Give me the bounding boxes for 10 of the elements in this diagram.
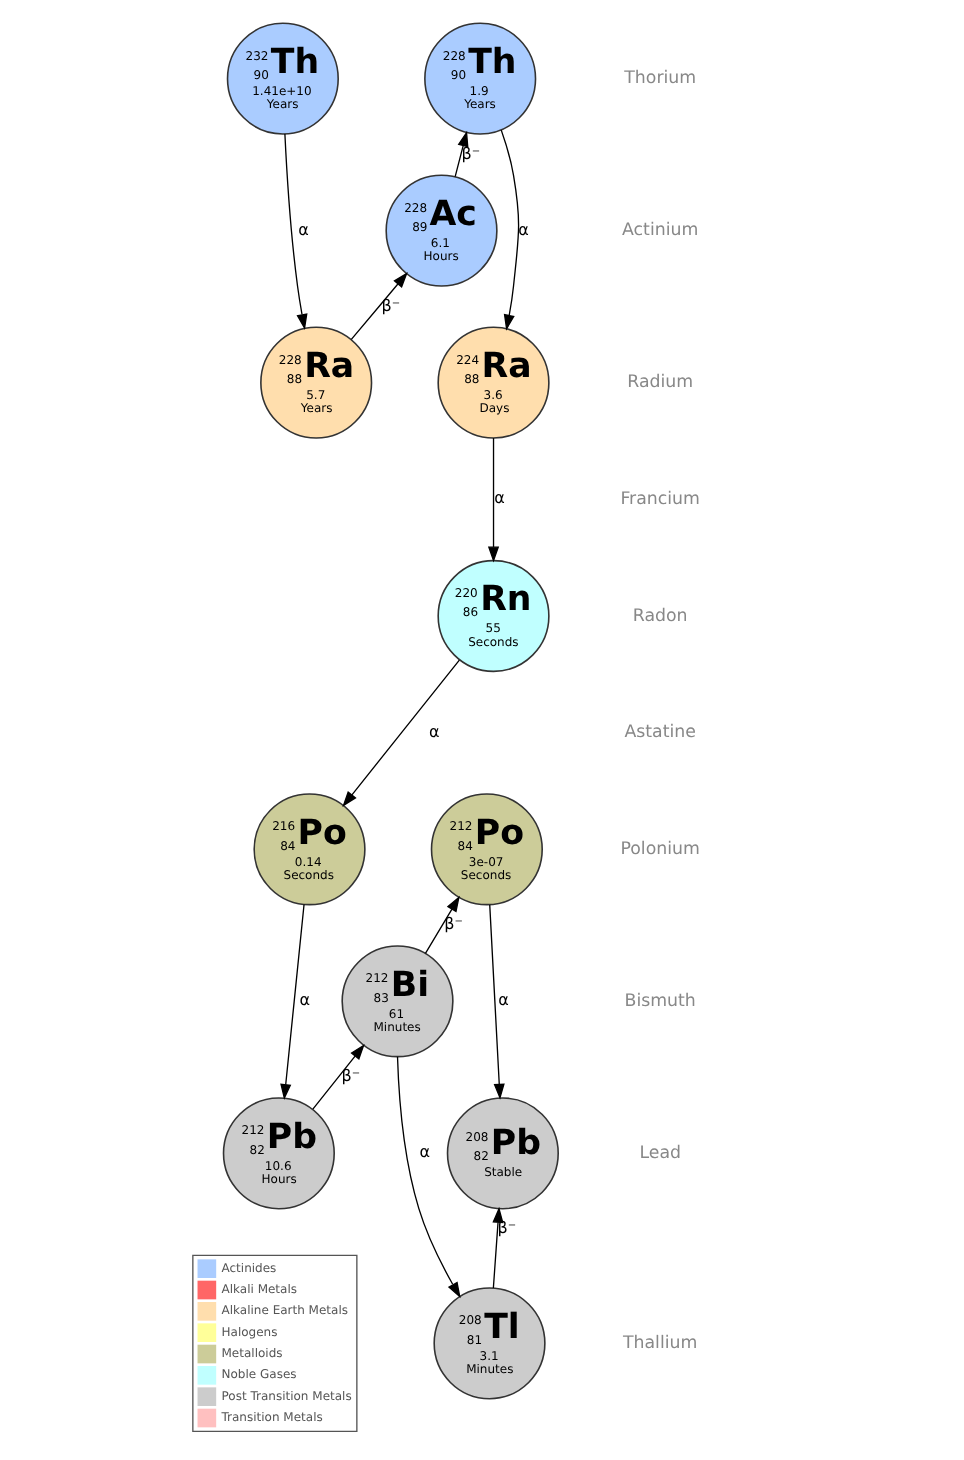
label: Bismuth: [624, 991, 696, 1012]
label: Polonium: [620, 839, 700, 860]
label: Lead: [639, 1143, 681, 1164]
label: Actinium: [622, 221, 699, 242]
label: Thallium: [622, 1333, 698, 1354]
label: Astatine: [624, 723, 696, 744]
label: Radon: [632, 606, 688, 627]
label: Francium: [620, 489, 700, 510]
label: Thorium: [624, 69, 697, 90]
label: Radium: [627, 373, 694, 394]
